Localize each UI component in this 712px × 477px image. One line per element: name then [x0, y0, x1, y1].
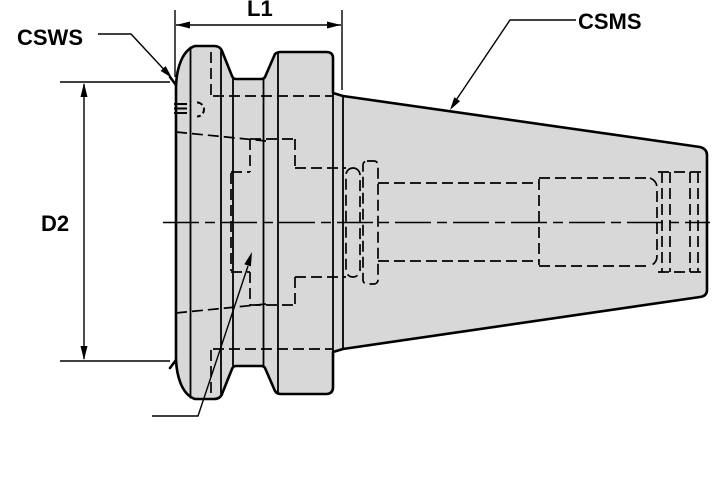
leader-arrowhead [244, 252, 252, 267]
leader-arrowhead [160, 66, 172, 78]
callout-label-csws: CSWS [17, 25, 83, 50]
leader-arrowhead [450, 97, 461, 110]
hidden-pocket-end [649, 177, 658, 267]
leader-line [455, 19, 576, 100]
hidden-lines [174, 52, 703, 393]
callout-csws: CSWS [17, 25, 172, 78]
callout-bore-leader [152, 252, 252, 417]
dimension-label-l1: L1 [247, 0, 273, 21]
dimension-d2: D2 [41, 81, 170, 362]
dimension-label-d2: D2 [41, 211, 69, 236]
callout-csms: CSMS [450, 9, 642, 110]
callout-label-csms: CSMS [578, 9, 642, 34]
leader-line [152, 265, 249, 417]
hidden-crosshole [362, 160, 379, 285]
arrowhead-down [80, 346, 88, 360]
groove-notch-bottom [168, 358, 178, 370]
dimension-l1: L1 [174, 0, 343, 90]
arrowhead-left [176, 21, 190, 29]
groove-notch-top [168, 75, 178, 87]
arrowhead-up [80, 83, 88, 97]
leader-line [98, 33, 165, 70]
thread-mark-arc [196, 101, 205, 118]
arrowhead-right [327, 21, 341, 29]
